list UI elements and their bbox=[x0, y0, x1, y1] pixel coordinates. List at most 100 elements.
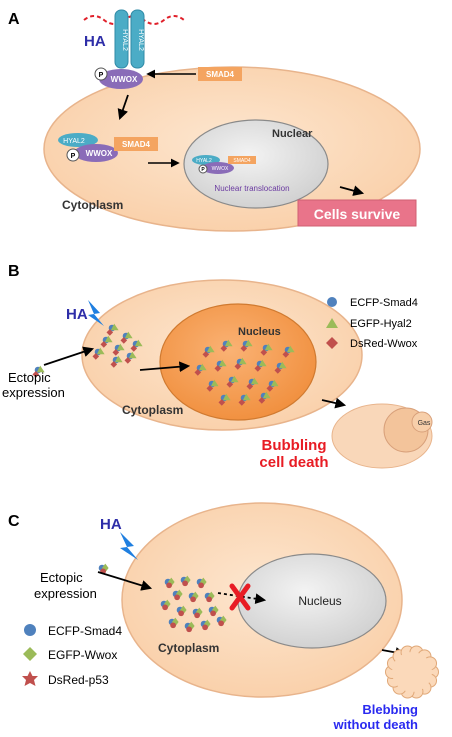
ectopic-label-b-1: Ectopic bbox=[8, 370, 51, 385]
smad4-box-1 bbox=[198, 67, 242, 81]
cytoplasm-label-b: Cytoplasm bbox=[122, 403, 183, 417]
protein-cluster-icon bbox=[206, 379, 219, 392]
blebbing-cell bbox=[385, 645, 439, 699]
arrow-out-b bbox=[321, 397, 347, 409]
legend-b-circle-icon bbox=[327, 297, 337, 307]
arrow-down-a bbox=[117, 94, 129, 121]
legend-c: ECFP-Smad4 EGFP-Wwox DsRed-p53 bbox=[22, 624, 122, 687]
protein-cluster-icon bbox=[214, 359, 227, 372]
nuclear-label: Nuclear bbox=[272, 128, 313, 140]
protein-cluster-icon bbox=[92, 347, 105, 360]
svg-text:EGFP-Hyal2: EGFP-Hyal2 bbox=[350, 318, 412, 330]
svg-text:DsRed-Wwox: DsRed-Wwox bbox=[350, 338, 418, 350]
panel-c-letter: C bbox=[8, 513, 20, 530]
protein-cluster-icon bbox=[216, 615, 227, 627]
smad4-box-2 bbox=[114, 137, 158, 151]
svg-text:WWOX: WWOX bbox=[212, 166, 229, 172]
cytoplasm-label-c: Cytoplasm bbox=[158, 641, 219, 655]
svg-text:SMAD4: SMAD4 bbox=[122, 140, 151, 149]
svg-text:HYAL2: HYAL2 bbox=[63, 138, 85, 145]
svg-text:WWOX: WWOX bbox=[86, 149, 113, 158]
protein-cluster-icon bbox=[110, 355, 123, 368]
lightning-icon bbox=[120, 532, 138, 560]
protein-cluster-icon bbox=[238, 393, 251, 406]
protein-cluster-icon bbox=[188, 591, 199, 603]
protein-cluster-icon bbox=[234, 357, 247, 370]
protein-cluster-icon bbox=[258, 391, 271, 404]
ectopic-label-c-1: Ectopic bbox=[40, 570, 83, 585]
protein-cluster-icon bbox=[172, 589, 183, 601]
wwox-cyto bbox=[74, 144, 118, 162]
protein-cluster-icon bbox=[204, 591, 215, 603]
protein-cluster-icon bbox=[180, 575, 191, 587]
protein-cluster-icon bbox=[266, 379, 279, 392]
protein-clusters-c bbox=[98, 563, 227, 633]
protein-cluster-icon bbox=[274, 361, 287, 374]
legend-c-star-icon bbox=[22, 671, 38, 686]
svg-text:P: P bbox=[201, 167, 205, 173]
protein-cluster-icon bbox=[164, 577, 175, 589]
svg-text:SMAD4: SMAD4 bbox=[206, 70, 235, 79]
arrow-ectopic-c bbox=[97, 571, 153, 591]
protein-cluster-icon bbox=[202, 345, 215, 358]
cytoplasm-label-a: Cytoplasm bbox=[62, 198, 123, 212]
wwox-membrane bbox=[99, 69, 143, 89]
protein-cluster-icon bbox=[240, 339, 253, 352]
protein-cluster-icon bbox=[254, 359, 267, 372]
panel-b-letter: B bbox=[8, 263, 20, 280]
protein-cluster-icon bbox=[246, 377, 259, 390]
protein-cluster-icon bbox=[218, 393, 231, 406]
outcome-c-line2: without death bbox=[333, 717, 419, 732]
lightning-icon bbox=[88, 300, 104, 326]
p-badge-1 bbox=[94, 67, 108, 81]
gas-label: Gas bbox=[418, 420, 431, 427]
panel-b: B Nucleus HA ECFP-Smad4 EGFP-Hyal2 DsRed… bbox=[2, 263, 433, 471]
wwox-label-1: WWOX bbox=[111, 75, 138, 84]
svg-text:P: P bbox=[99, 72, 104, 79]
ectopic-label-c-2: expression bbox=[34, 586, 97, 601]
protein-cluster-icon bbox=[192, 607, 203, 619]
outcome-c-line1: Blebbing bbox=[362, 702, 418, 717]
blocked-x-icon bbox=[229, 583, 251, 611]
protein-cluster-icon bbox=[112, 343, 125, 356]
svg-text:DsRed-p53: DsRed-p53 bbox=[48, 673, 109, 687]
protein-cluster-icon bbox=[100, 335, 113, 348]
svg-text:EGFP-Wwox: EGFP-Wwox bbox=[48, 648, 117, 662]
panel-a-letter: A bbox=[8, 11, 20, 28]
protein-cluster-icon bbox=[196, 577, 207, 589]
ha-label-b: HA bbox=[66, 306, 88, 323]
protein-cluster-icon bbox=[226, 375, 239, 388]
receptor-label-right: HYAL2 bbox=[137, 29, 144, 51]
protein-cluster-icon bbox=[208, 605, 219, 617]
protein-cluster-icon bbox=[168, 617, 179, 629]
hyal2-cyto bbox=[58, 133, 98, 147]
nuclear-translocation-label: Nuclear translocation bbox=[214, 184, 289, 193]
nucleus-label-c: Nucleus bbox=[298, 594, 341, 608]
arrow-to-nucleus-b bbox=[139, 361, 191, 373]
legend-c-circle-icon bbox=[24, 624, 36, 636]
svg-text:HYAL2: HYAL2 bbox=[196, 158, 212, 164]
receptor-label-left: HYAL2 bbox=[121, 29, 128, 51]
protein-clusters-b bbox=[32, 323, 295, 406]
protein-cluster-icon bbox=[282, 345, 295, 358]
panel-c: C Nucleus HA Ectopic expression Cytoplas… bbox=[8, 502, 439, 732]
arrow-out-a bbox=[339, 185, 365, 196]
ectopic-label-b-2: expression bbox=[2, 385, 65, 400]
outcome-b-line1: Bubbling bbox=[262, 437, 327, 454]
p-badge-2 bbox=[66, 148, 80, 162]
cells-survive-box bbox=[297, 199, 417, 227]
protein-cluster-icon bbox=[220, 339, 233, 352]
legend-c-diamond-icon bbox=[23, 647, 37, 661]
protein-cluster-icon bbox=[194, 363, 207, 376]
ha-label-c: HA bbox=[100, 516, 122, 533]
protein-cluster-icon bbox=[200, 619, 211, 631]
legend-b-triangle-icon bbox=[326, 318, 338, 328]
protein-cluster-icon bbox=[160, 599, 171, 611]
svg-text:ECFP-Smad4: ECFP-Smad4 bbox=[48, 624, 122, 638]
protein-cluster-icon bbox=[184, 621, 195, 633]
svg-text:ECFP-Smad4: ECFP-Smad4 bbox=[350, 297, 418, 309]
protein-cluster-icon bbox=[106, 323, 119, 336]
protein-cluster-icon bbox=[124, 351, 137, 364]
hyal2-receptor: HYAL2 HYAL2 bbox=[114, 9, 145, 69]
